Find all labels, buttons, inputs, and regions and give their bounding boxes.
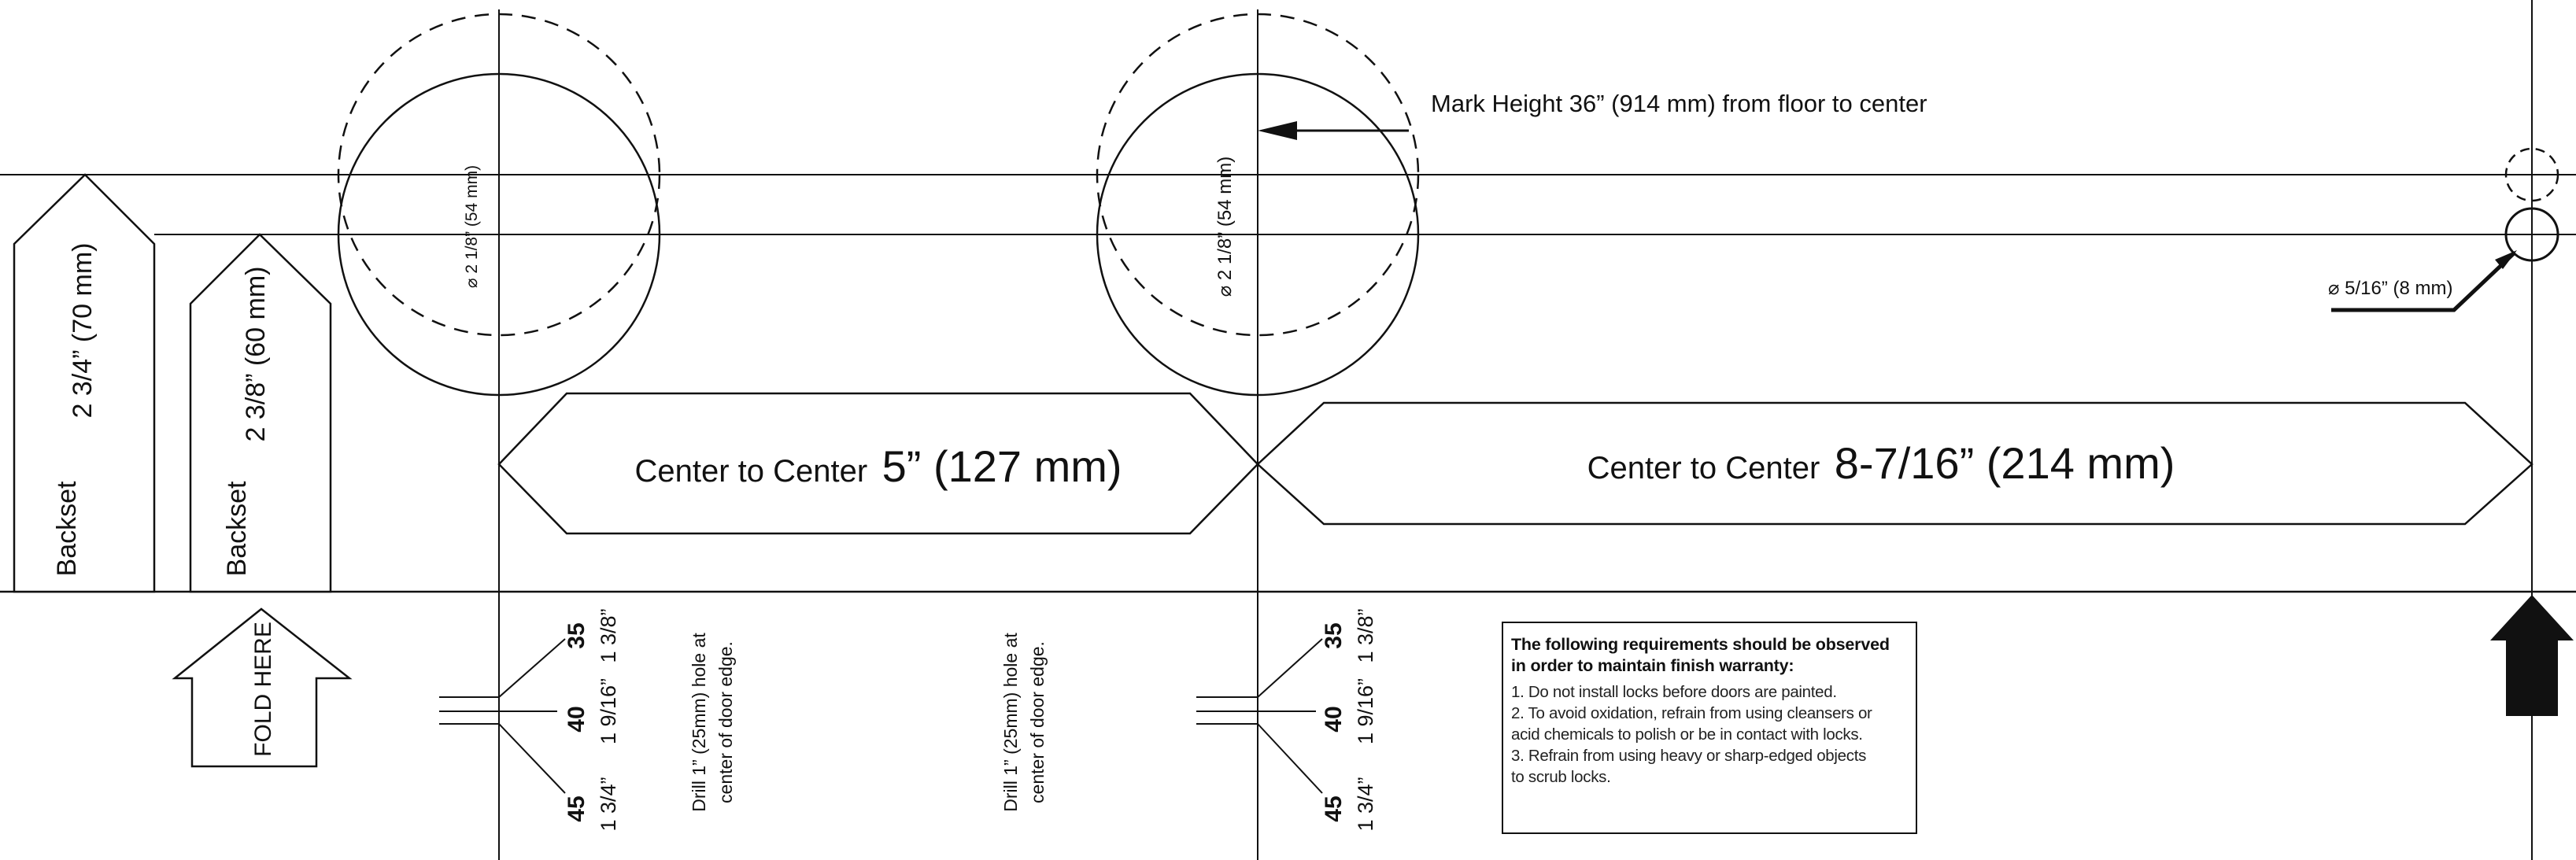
- backset-60-arrow: [189, 233, 332, 593]
- backset-70-value: 2 3/4” (70 mm): [68, 243, 98, 419]
- thickness-right-35-mm: 35: [1321, 622, 1347, 648]
- backset-70-word: Backset: [52, 481, 82, 576]
- mark-height-label: Mark Height 36” (914 mm) from floor to c…: [1431, 90, 1927, 117]
- notes-item: 3. Refrain from using heavy or sharp-edg…: [1511, 747, 1867, 765]
- center-to-center-5in-value: 5” (127 mm): [882, 441, 1122, 491]
- center-to-center-8in-arrow: [1256, 401, 2533, 526]
- backset-70-arrow: [13, 173, 156, 593]
- thickness-left-45-mm: 45: [564, 795, 589, 821]
- thickness-left-40-in: 1 9/16”: [597, 678, 620, 744]
- door-edge-arrow: [2490, 595, 2574, 716]
- drill-note-right-line1: Drill 1” (25mm) hole at: [1000, 633, 1021, 812]
- notes-title-line2: in order to maintain finish warranty:: [1511, 656, 1794, 675]
- bore-diameter-label-right: ⌀ 2 1/8” (54 mm): [1214, 157, 1236, 297]
- thickness-gauge-right: [1196, 638, 1323, 794]
- small-hole-leader: [2331, 252, 2515, 312]
- finish-warranty-notes: The following requirements should be obs…: [1502, 622, 1917, 834]
- drill-note-left-line1: Drill 1” (25mm) hole at: [689, 633, 709, 812]
- center-to-center-8in-label: Center to Center 8-7/16” (214 mm): [1587, 438, 2175, 488]
- mark-height-arrowhead: [1258, 121, 1297, 140]
- fold-here-arrow: [172, 607, 353, 768]
- small-hole-dashed: [2504, 147, 2559, 202]
- small-hole-leader-arrowhead: [2495, 250, 2517, 269]
- thickness-right-40-mm: 40: [1321, 706, 1347, 732]
- backset-60-value: 2 3/8” (60 mm): [241, 267, 271, 442]
- drill-note-left-line2: center of door edge.: [715, 641, 736, 803]
- bore-circle-left: [337, 72, 661, 397]
- center-to-center-5in-arrow: [497, 392, 1259, 535]
- thickness-left-40-mm: 40: [564, 706, 589, 732]
- thickness-left-35-in: 1 3/8”: [597, 608, 620, 663]
- center-to-center-5in-label: Center to Center 5” (127 mm): [634, 441, 1122, 491]
- thickness-left-45-in: 1 3/4”: [597, 777, 620, 831]
- thickness-right-35-in: 1 3/8”: [1354, 608, 1377, 663]
- bore-circle-dashed-right: [1096, 13, 1420, 337]
- thickness-left-35-mm: 35: [564, 622, 589, 648]
- bore-circle-right: [1096, 72, 1420, 397]
- bore-diameter-label-left: ⌀ 2 1/8” (54 mm): [463, 165, 481, 288]
- bore-circle-dashed-left: [337, 13, 661, 337]
- notes-item: 1. Do not install locks before doors are…: [1511, 683, 1837, 701]
- drill-note-right-line2: center of door edge.: [1027, 641, 1048, 803]
- small-hole-label: ⌀ 5/16” (8 mm): [2328, 278, 2452, 299]
- fold-here-label: FOLD HERE: [250, 622, 276, 757]
- notes-item: acid chemicals to polish or be in contac…: [1511, 725, 1863, 744]
- center-to-center-8in-prefix: Center to Center: [1587, 451, 1820, 485]
- thickness-right-40-in: 1 9/16”: [1354, 678, 1377, 744]
- small-hole-circle: [2504, 207, 2559, 262]
- thickness-right-45-in: 1 3/4”: [1354, 777, 1377, 831]
- center-to-center-8in-value: 8-7/16” (214 mm): [1835, 438, 2175, 488]
- thickness-right-45-mm: 45: [1321, 795, 1347, 821]
- backset-60-word: Backset: [222, 481, 252, 576]
- center-to-center-5in-prefix: Center to Center: [634, 454, 867, 489]
- notes-item: 2. To avoid oxidation, refrain from usin…: [1511, 704, 1872, 722]
- notes-item: to scrub locks.: [1511, 768, 1611, 786]
- notes-title-line1: The following requirements should be obs…: [1511, 635, 1890, 654]
- thickness-gauge-left: [439, 638, 566, 794]
